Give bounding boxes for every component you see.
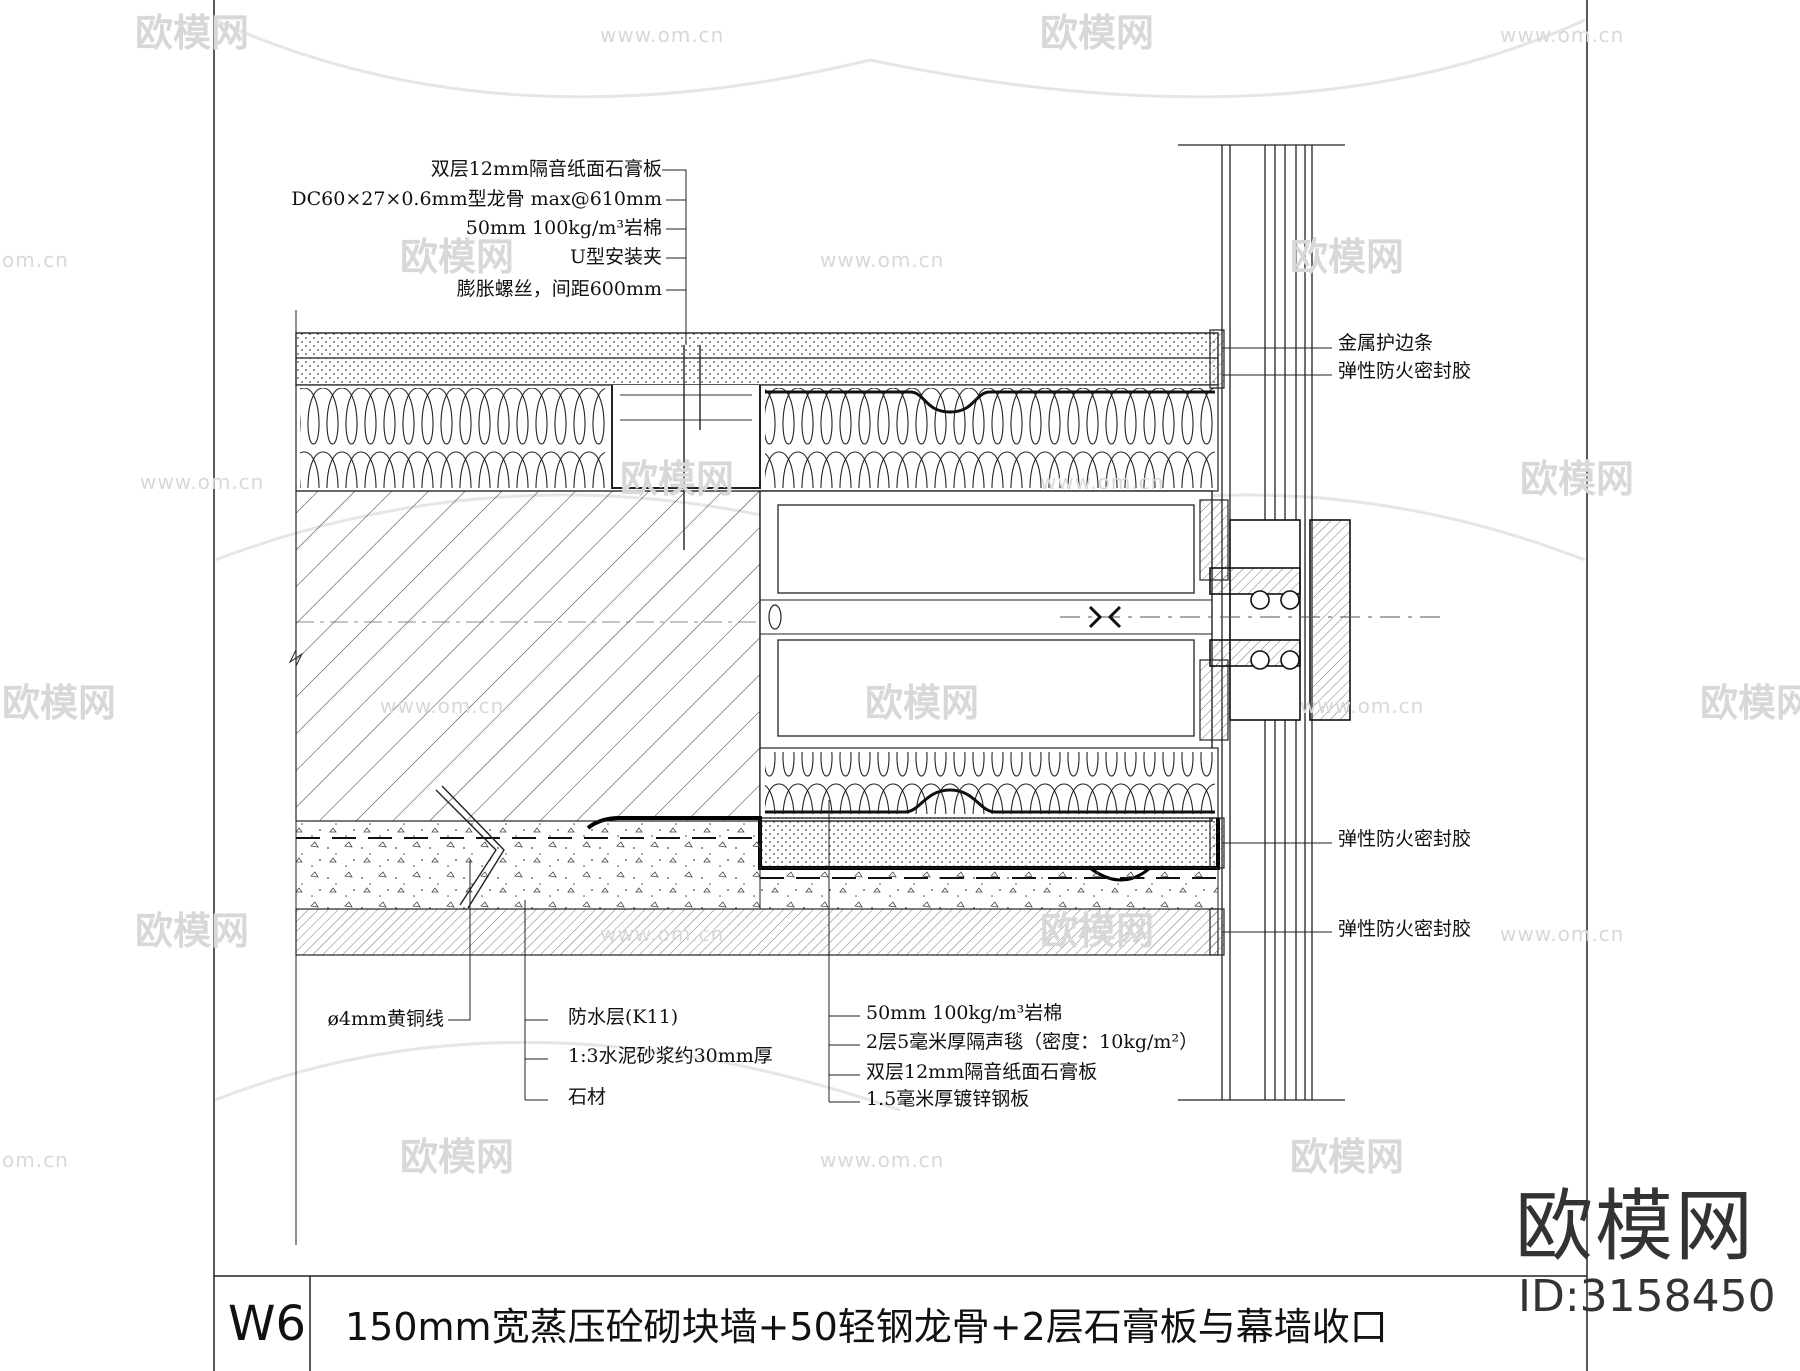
callout-rock-wool-bottom: 50mm 100kg/m³岩棉	[866, 1002, 1063, 1024]
callout-galvanized-steel: 1.5毫米厚镀锌钢板	[866, 1088, 1030, 1110]
drawing-code: W6	[228, 1296, 306, 1352]
callout-fire-sealant-2: 弹性防火密封胶	[1338, 828, 1472, 850]
callout-cement-mortar: 1:3水泥砂浆约30mm厚	[568, 1045, 773, 1067]
callout-waterproof-layer: 防水层(K11)	[568, 1006, 679, 1028]
callout-fire-sealant-1: 弹性防火密封胶	[1338, 360, 1472, 382]
callout-expansion-bolt: 膨胀螺丝，间距600mm	[456, 278, 662, 300]
callout-u-clip: U型安装夹	[569, 246, 662, 268]
callout-stone: 石材	[568, 1086, 607, 1108]
callout-fire-sealant-3: 弹性防火密封胶	[1338, 918, 1472, 940]
brand-id: ID:3158450	[1518, 1271, 1776, 1322]
callout-rock-wool-top: 50mm 100kg/m³岩棉	[465, 217, 662, 239]
callout-gypsum-board-top: 双层12mm隔音纸面石膏板	[430, 158, 662, 180]
drawing-title: 150mm宽蒸压砼砌块墙+50轻钢龙骨+2层石膏板与幕墙收口	[345, 1305, 1388, 1349]
callout-brass-wire: ø4mm黄铜线	[327, 1008, 444, 1030]
callout-steel-stud: DC60×27×0.6mm型龙骨 max@610mm	[291, 188, 662, 210]
brand-logo-text: 欧模网	[1515, 1182, 1756, 1272]
callout-acoustic-blanket: 2层5毫米厚隔声毯（密度：10kg/m²）	[866, 1031, 1199, 1053]
callout-metal-edge-trim: 金属护边条	[1338, 332, 1434, 354]
callout-gypsum-board-bottom: 双层12mm隔音纸面石膏板	[866, 1061, 1098, 1083]
